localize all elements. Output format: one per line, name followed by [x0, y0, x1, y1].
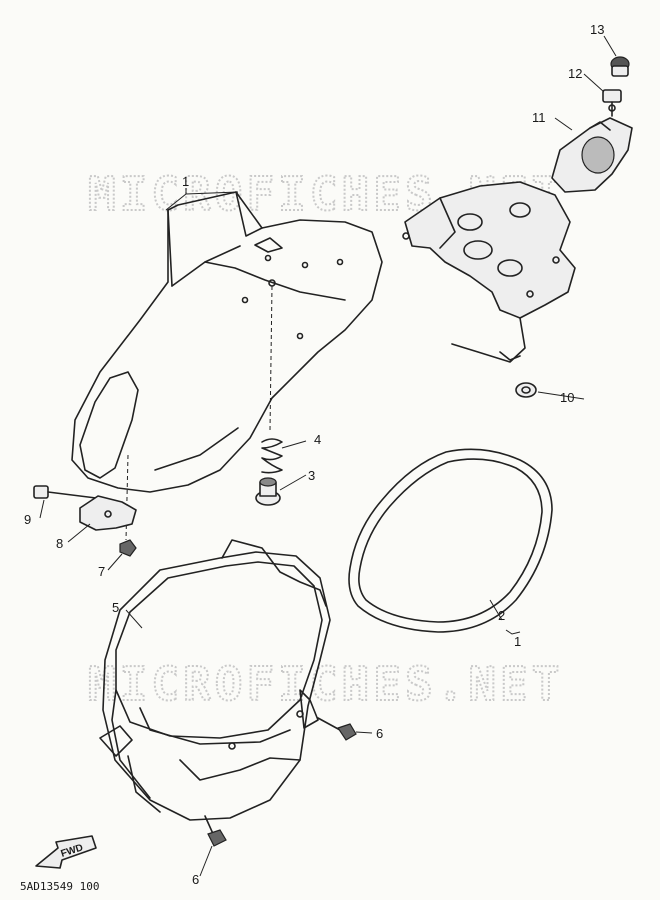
callout-1-gasket: 1 [514, 634, 521, 649]
spring [261, 438, 283, 474]
callout-9: 9 [24, 512, 31, 527]
callout-6-bottom: 6 [192, 872, 199, 887]
front-direction-arrow: FWD [35, 835, 97, 869]
callout-2: 2 [498, 608, 505, 623]
watermark-bottom: MICROFICHES.NET [88, 657, 563, 711]
callout-3: 3 [308, 468, 315, 483]
callout-8: 8 [56, 536, 63, 551]
callout-10: 10 [560, 390, 574, 405]
callout-12: 12 [568, 66, 582, 81]
bolt-6-right [317, 717, 357, 741]
callout-4: 4 [314, 432, 321, 447]
bolt-9 [33, 485, 97, 499]
seat-hinge-bracket [402, 181, 576, 363]
bolt-6-bottom [204, 815, 227, 847]
callout-7: 7 [98, 564, 105, 579]
damper [515, 382, 537, 398]
leader-lines [39, 35, 617, 877]
callout-5: 5 [112, 600, 119, 615]
callout-11: 11 [532, 110, 546, 125]
nut-7 [119, 539, 137, 557]
seat [71, 191, 383, 541]
helmet-box [99, 539, 331, 821]
stopper [255, 477, 281, 506]
bolt [602, 89, 622, 117]
seat-lock-plate [551, 117, 633, 193]
callout-13: 13 [590, 22, 604, 37]
callout-1-seat: 1 [182, 174, 189, 189]
gasket [348, 448, 553, 633]
bracket-8 [79, 495, 137, 531]
diagram-reference-code: 5AD13549 100 [20, 880, 99, 893]
cap [610, 56, 630, 77]
callout-6-right: 6 [376, 726, 383, 741]
